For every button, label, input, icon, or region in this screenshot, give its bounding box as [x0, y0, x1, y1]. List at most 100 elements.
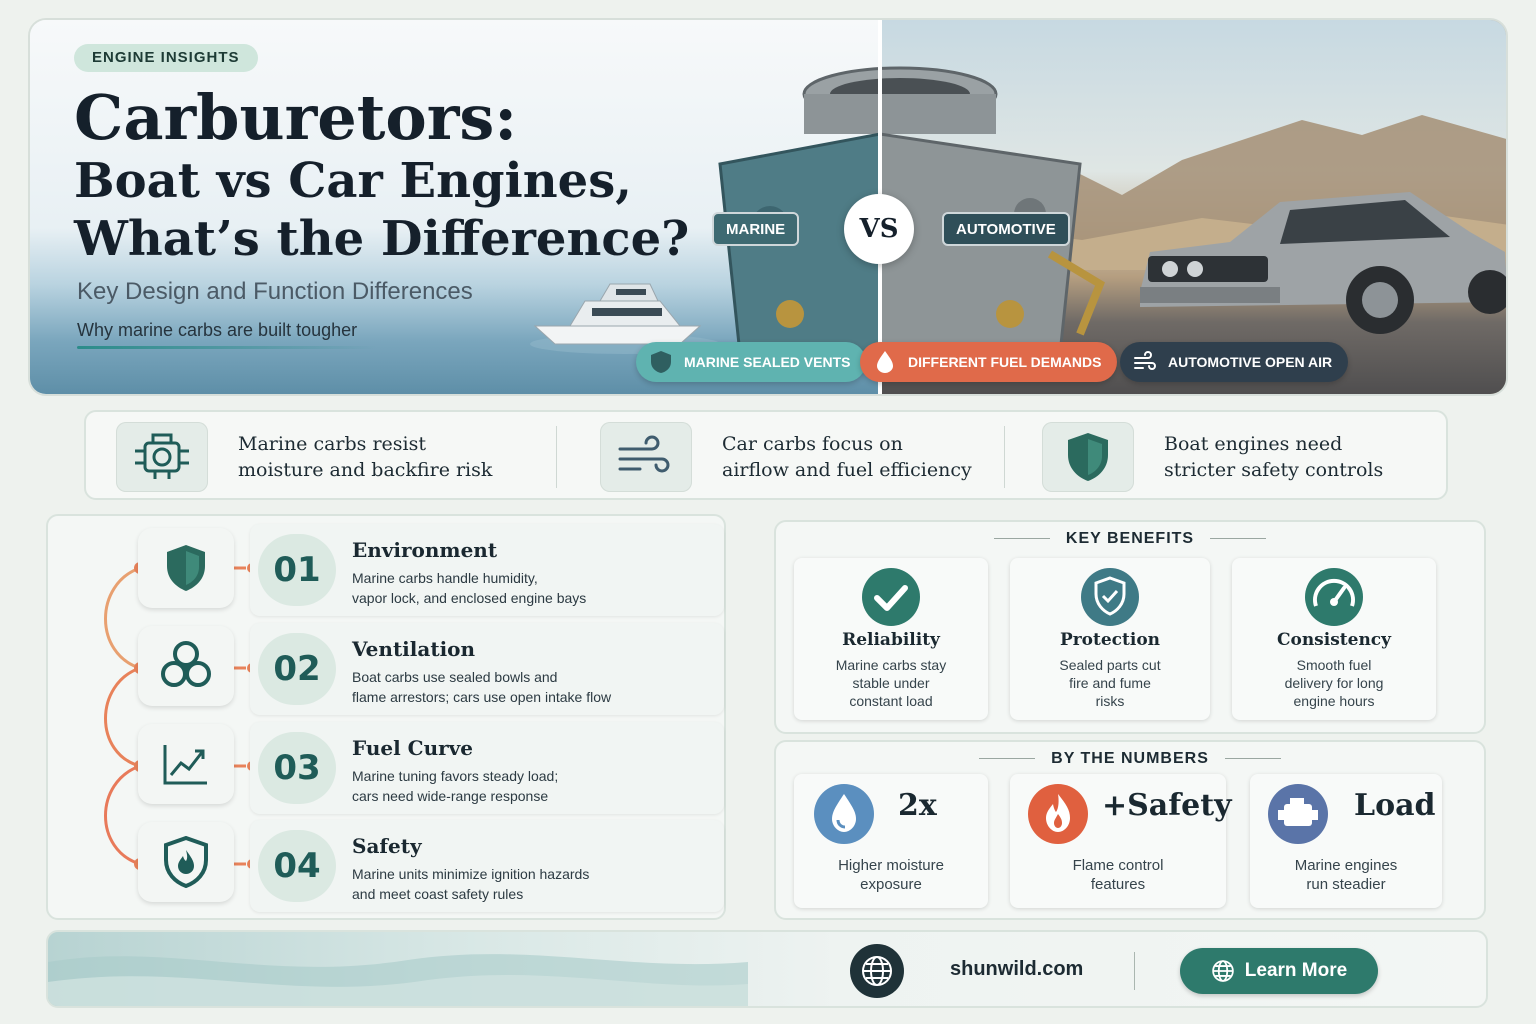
- stat-card-moisture: 2x Higher moisture exposure: [794, 774, 988, 908]
- automotive-label: AUTOMOTIVE: [942, 212, 1070, 246]
- globe-icon: [1212, 960, 1234, 982]
- step-desc-line: and meet coast safety rules: [352, 886, 524, 902]
- stat-card-safety: +Safety Flame control features: [1010, 774, 1232, 908]
- hero-tagline: Why marine carbs are built tougher: [77, 320, 358, 340]
- benefit-desc-line: fire and fume: [1069, 675, 1151, 691]
- engine-icon-box: [116, 422, 208, 492]
- summary-item-moisture: Marine carbs resist moisture and backfir…: [116, 422, 492, 492]
- step-description: Marine carbs handle humidity, vapor lock…: [352, 568, 586, 608]
- footer-divider: [1134, 952, 1135, 990]
- benefit-desc-line: Sealed parts cut: [1059, 657, 1161, 673]
- benefit-card-consistency: Consistency Smooth fuel delivery for lon…: [1232, 558, 1436, 720]
- shield-icon: [167, 545, 205, 591]
- stat-card-load: Load Marine engines run steadier: [1250, 774, 1442, 908]
- pill-label: AUTOMOTIVE OPEN AIR: [1168, 354, 1333, 370]
- step-desc-line: vapor lock, and enclosed engine bays: [352, 590, 587, 606]
- page-title: Carburetors: Boat vs Car Engines, What’s…: [74, 84, 694, 268]
- shield-icon-box: [1042, 422, 1134, 492]
- marine-label: MARINE: [712, 212, 800, 246]
- step-description: Marine tuning favors steady load; cars n…: [352, 766, 558, 806]
- footer-bar: shunwild.com Learn More: [46, 930, 1488, 1008]
- stat-description: Flame control features: [1010, 856, 1226, 894]
- step-title: Safety: [352, 834, 422, 858]
- gauge-icon: [1305, 568, 1363, 626]
- title-line-2: Boat vs Car Engines,: [74, 153, 632, 209]
- check-icon: [862, 568, 920, 626]
- fan-icon: [161, 641, 211, 687]
- heading-rule: [993, 538, 1050, 540]
- key-benefits-heading: KEY BENEFITS: [1065, 530, 1195, 547]
- pill-label: DIFFERENT FUEL DEMANDS: [908, 354, 1102, 370]
- pill-label: MARINE SEALED VENTS: [684, 354, 851, 370]
- pill-different-fuel-demands: DIFFERENT FUEL DEMANDS: [860, 342, 1118, 382]
- step-icon-environment: [138, 528, 234, 608]
- strip-divider: [1004, 426, 1005, 488]
- summary-line-1: Marine carbs resist: [238, 433, 427, 455]
- benefit-desc-line: constant load: [849, 693, 933, 709]
- car-illustration: [1140, 192, 1506, 334]
- stat-description: Marine engines run steadier: [1250, 856, 1442, 894]
- step-title: Environment: [352, 538, 498, 562]
- step-desc-line: cars need wide-range response: [352, 788, 549, 804]
- step-desc-line: Boat carbs use sealed bowls and: [352, 669, 558, 685]
- benefit-desc-line: engine hours: [1293, 693, 1375, 709]
- by-the-numbers-panel: BY THE NUMBERS 2x Higher moisture exposu…: [774, 740, 1486, 920]
- benefit-description: Marine carbs stay stable under constant …: [813, 656, 968, 710]
- shield-icon: [651, 351, 671, 373]
- benefit-description: Sealed parts cut fire and fume risks: [1030, 656, 1190, 710]
- shield-check-icon: [1081, 568, 1139, 626]
- strip-divider: [556, 426, 557, 488]
- stat-value: +Safety: [1102, 788, 1232, 823]
- step-description: Marine units minimize ignition hazards a…: [352, 864, 589, 904]
- numbers-heading: BY THE NUMBERS: [1051, 750, 1209, 767]
- benefit-desc-line: risks: [1095, 693, 1125, 709]
- stat-desc-line: features: [1090, 876, 1146, 893]
- hero-subtitle: Key Design and Function Differences: [77, 278, 473, 305]
- stat-desc-line: exposure: [860, 876, 922, 893]
- website-link[interactable]: shunwild.com: [950, 958, 1084, 980]
- step-number: 02: [258, 633, 336, 705]
- heading-rule: [1210, 538, 1267, 540]
- step-title: Ventilation: [352, 637, 476, 661]
- step-description: Boat carbs use sealed bowls and flame ar…: [352, 667, 611, 707]
- benefit-title: Protection: [1059, 630, 1161, 650]
- benefit-card-reliability: Reliability Marine carbs stay stable und…: [794, 558, 988, 720]
- stat-desc-line: Flame control: [1072, 857, 1164, 874]
- step-ventilation: 02 Ventilation Boat carbs use sealed bow…: [250, 623, 724, 715]
- step-number: 03: [258, 732, 336, 804]
- step-title: Fuel Curve: [352, 736, 474, 760]
- summary-line-2: airflow and fuel efficiency: [722, 459, 972, 481]
- summary-item-safety: Boat engines need stricter safety contro…: [1042, 422, 1383, 492]
- benefit-desc-line: Smooth fuel: [1296, 657, 1372, 673]
- step-icon-safety: [138, 822, 234, 902]
- fire-shield-icon: [164, 836, 208, 888]
- heading-rule: [979, 758, 1036, 760]
- step-desc-line: Marine tuning favors steady load;: [352, 768, 559, 784]
- wind-icon-box: [600, 422, 692, 492]
- tagline-underline: [77, 346, 377, 349]
- summary-line-1: Car carbs focus on: [722, 433, 903, 455]
- pill-marine-sealed-vents: MARINE SEALED VENTS: [636, 342, 867, 382]
- engine-icon: [135, 433, 189, 479]
- wind-icon: [1134, 351, 1156, 370]
- learn-more-label: Learn More: [1244, 960, 1348, 981]
- benefit-title: Reliability: [842, 630, 940, 650]
- step-desc-line: Marine carbs handle humidity,: [352, 570, 538, 586]
- summary-strip: Marine carbs resist moisture and backfir…: [84, 410, 1448, 500]
- pill-automotive-open-air: AUTOMOTIVE OPEN AIR: [1120, 342, 1349, 382]
- steps-connector: [104, 562, 257, 870]
- vs-badge: VS: [844, 194, 914, 264]
- flame-icon: [1028, 784, 1088, 844]
- step-icon-ventilation: [138, 626, 234, 706]
- learn-more-button[interactable]: Learn More: [1180, 948, 1378, 994]
- summary-line-2: stricter safety controls: [1164, 459, 1384, 481]
- benefit-desc-line: delivery for long: [1284, 675, 1384, 691]
- heading-rule: [1224, 758, 1281, 760]
- benefit-desc-line: Marine carbs stay: [835, 657, 947, 673]
- water-drop-icon: [814, 784, 874, 844]
- fuel-drop-icon: [877, 351, 893, 373]
- summary-line-1: Boat engines need: [1164, 433, 1343, 455]
- benefit-desc-line: stable under: [852, 675, 930, 691]
- stat-desc-line: Marine engines: [1294, 857, 1398, 874]
- globe-icon: [850, 944, 904, 998]
